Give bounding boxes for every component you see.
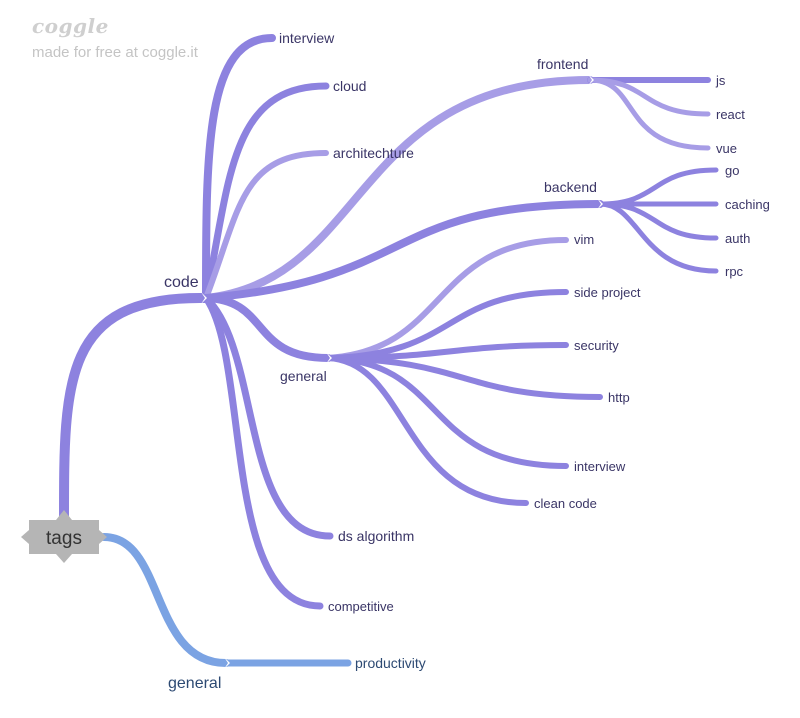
root-node-box <box>29 520 99 554</box>
node-vim[interactable]: vim <box>574 232 594 247</box>
node-cloud[interactable]: cloud <box>333 78 366 94</box>
root-node-right-arrow <box>99 530 107 544</box>
node-interview-code[interactable]: interview <box>279 30 335 46</box>
connector-frontend <box>588 74 594 86</box>
branch-general-clean-code <box>325 355 529 506</box>
root-node-top-arrow <box>56 510 72 520</box>
branch-general-interview <box>325 355 569 469</box>
connector-code <box>201 292 207 304</box>
branch-code-backend <box>202 200 604 302</box>
branch-general-side-project <box>325 289 569 361</box>
branch-frontend-vue <box>587 77 711 151</box>
node-general-root[interactable]: general <box>168 675 221 692</box>
coggle-branding: coggle made for free at coggle.it <box>32 14 198 61</box>
root-node-left-arrow <box>21 530 29 544</box>
node-competitive[interactable]: competitive <box>328 599 394 614</box>
connector-general-code <box>326 352 332 364</box>
connector-backend <box>597 198 603 210</box>
branch-backend-go <box>597 167 719 207</box>
node-code[interactable]: code <box>164 274 199 291</box>
node-go[interactable]: go <box>725 163 739 178</box>
branch-code-general <box>202 294 332 362</box>
node-backend[interactable]: backend <box>544 179 597 195</box>
node-ds-algorithm[interactable]: ds algorithm <box>338 528 414 544</box>
branch-code-competitive <box>202 294 324 610</box>
coggle-tagline: made for free at coggle.it <box>32 44 198 61</box>
root-node-label: tags <box>46 528 82 549</box>
branch-code-architechture <box>203 150 329 301</box>
node-side-project[interactable]: side project <box>574 285 641 300</box>
branch-tags-code <box>59 293 211 523</box>
root-node[interactable]: tags <box>21 510 107 563</box>
node-clean-code[interactable]: clean code <box>534 496 597 511</box>
branch-backend-rpc <box>597 201 719 274</box>
node-security[interactable]: security <box>574 338 619 353</box>
node-productivity[interactable]: productivity <box>355 655 426 671</box>
root-node-bottom-arrow <box>56 554 72 563</box>
branch-code-cloud <box>202 82 330 302</box>
node-interview-general[interactable]: interview <box>574 459 626 474</box>
node-labels: code interview cloud architechture front… <box>164 30 770 614</box>
node-auth[interactable]: auth <box>725 231 750 246</box>
connector-general-root <box>224 657 230 669</box>
node-general-code[interactable]: general <box>280 368 327 384</box>
node-vue[interactable]: vue <box>716 141 737 156</box>
node-architechture[interactable]: architechture <box>333 145 414 161</box>
coggle-logo: coggle <box>32 14 109 38</box>
branch-code-interview <box>202 34 276 302</box>
node-labels-blue: general productivity <box>168 655 426 692</box>
node-frontend[interactable]: frontend <box>537 56 588 72</box>
node-http[interactable]: http <box>608 390 630 405</box>
branch-general-http <box>325 355 603 400</box>
branch-code-frontend <box>202 76 594 302</box>
node-connectors <box>201 74 603 669</box>
branch-tags-general <box>100 533 230 667</box>
node-js[interactable]: js <box>715 73 726 88</box>
node-caching[interactable]: caching <box>725 197 770 212</box>
node-rpc[interactable]: rpc <box>725 264 744 279</box>
branch-backend-auth <box>597 201 719 241</box>
branch-lines <box>59 34 719 667</box>
branch-code-ds-algorithm <box>202 294 334 540</box>
branch-general-vim <box>325 237 569 361</box>
node-react[interactable]: react <box>716 107 745 122</box>
